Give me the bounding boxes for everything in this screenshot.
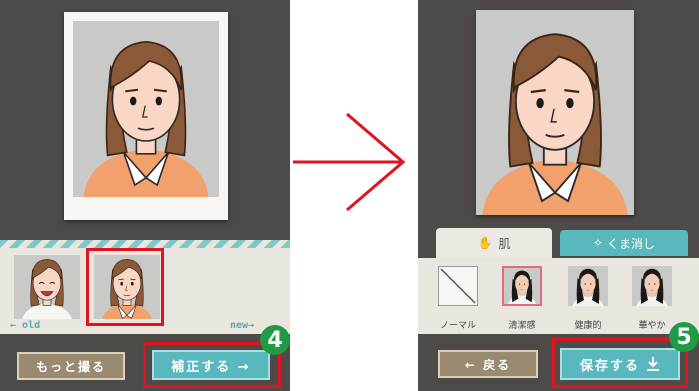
filter-label: 清潔感	[508, 321, 536, 331]
filter-glamorous[interactable]	[632, 266, 672, 306]
thumbnail-strip: ← old new→	[0, 248, 290, 334]
filter-label: 華やか	[638, 321, 666, 331]
sparkle-icon: ✧	[592, 236, 604, 250]
highlight-selected-thumbnail	[86, 248, 164, 326]
tab-skin[interactable]: ✋ 肌	[436, 228, 552, 258]
tab-skin-label: 肌	[498, 236, 511, 251]
correct-button[interactable]: 補正する →	[152, 350, 270, 380]
photo-image-corrected	[476, 10, 634, 215]
highlight-correct-button	[143, 342, 281, 388]
highlight-save-button	[552, 338, 688, 388]
filter-panel: ノーマル 清潔感 健康的 華やか	[418, 258, 699, 334]
back-button[interactable]: ← 戻る	[438, 350, 538, 378]
new-hint: new→	[230, 320, 255, 331]
save-button[interactable]: 保存する	[560, 348, 680, 380]
download-icon	[647, 357, 659, 371]
save-button-label: 保存する	[579, 358, 640, 374]
screen-before: ← old new→ もっと撮る 補正する → 4	[0, 0, 290, 391]
filter-normal[interactable]	[438, 266, 478, 306]
tab-dark-circles[interactable]: ✧ くま消し	[560, 230, 688, 256]
thumbnail-smiling[interactable]	[14, 255, 80, 319]
retake-button[interactable]: もっと撮る	[17, 352, 125, 380]
filter-label: 健康的	[574, 321, 602, 331]
screen-after: ✋ 肌 ✧ くま消し ノーマル 清潔感 健康的 華やか ← 戻る 保存する 5	[418, 0, 699, 391]
tab-circles-label: くま消し	[607, 236, 656, 251]
step-badge-4: 4	[260, 325, 290, 355]
photo-preview	[64, 12, 228, 220]
photo-preview-corrected	[476, 10, 634, 215]
arrow-right-icon	[293, 112, 406, 212]
no-filter-icon	[440, 268, 476, 304]
photo-image	[73, 21, 219, 197]
filter-healthy[interactable]	[568, 266, 608, 306]
tape-decoration	[0, 240, 290, 248]
skin-icon: ✋	[477, 236, 493, 250]
filter-label: ノーマル	[439, 321, 476, 331]
old-hint: ← old	[10, 320, 41, 331]
step-badge-5: 5	[669, 322, 699, 352]
filter-clean[interactable]	[502, 266, 542, 306]
thumbnail-selected[interactable]	[94, 255, 160, 319]
